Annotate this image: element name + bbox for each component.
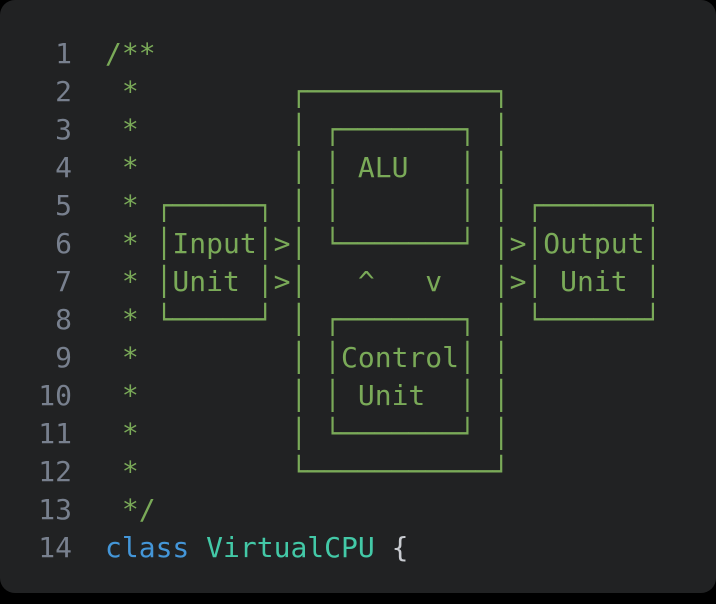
token-comment: * │Input│>│ └───────┘ │>│Output│ [105,227,662,260]
token-comment: * │ └───────┘ │ [105,417,510,450]
code-text: * └─────┘ │ ┌───────┐ │ └──────┘ [105,301,661,339]
line-number: 5 [55,189,72,222]
line-number: 14 [38,531,72,564]
code-text: * │Input│>│ └───────┘ │>│Output│ [105,225,661,263]
line-number: 7 [55,265,72,298]
line-number: 8 [55,303,72,336]
token-type: VirtualCPU [206,531,375,564]
code-text: * └───────────┘ [105,453,510,491]
code-line[interactable]: 13 */ [0,491,716,529]
token-comment: */ [105,493,156,526]
code-text: * │ ┌───────┐ │ [105,111,510,149]
code-text: * │ │ ALU │ │ [105,149,510,187]
code-line[interactable]: 2 * ┌───────────┐ [0,73,716,111]
line-number: 10 [38,379,72,412]
line-number: 11 [38,417,72,450]
line-number: 6 [55,227,72,260]
code-line[interactable]: 9 * │ │Control│ │ [0,339,716,377]
code-text: * │Unit │>│ ^ v │>│ Unit │ [105,263,661,301]
code-text: * ┌───────────┐ [105,73,510,111]
token-comment: * ┌───────────┐ [105,75,510,108]
token-comment: * │Unit │>│ ^ v │>│ Unit │ [105,265,662,298]
code-text: class VirtualCPU { [105,529,408,567]
code-line[interactable]: 7 * │Unit │>│ ^ v │>│ Unit │ [0,263,716,301]
token-punctuation: { [374,531,409,564]
line-number: 1 [55,37,72,70]
token-keyword: class [105,531,190,564]
token-comment: * │ │ ALU │ │ [105,151,510,184]
token-comment: /** [105,37,156,70]
code-text: * │ │ Unit │ │ [105,377,510,415]
code-line[interactable]: 3 * │ ┌───────┐ │ [0,111,716,149]
code-line[interactable]: 5 * ┌─────┐ │ │ │ │ ┌──────┐ [0,187,716,225]
token-comment: * │ ┌───────┐ │ [105,113,510,146]
line-number: 13 [38,493,72,526]
code-line[interactable]: 12 * └───────────┘ [0,453,716,491]
code-line[interactable]: 6 * │Input│>│ └───────┘ │>│Output│ [0,225,716,263]
token-comment: * └───────────┘ [105,455,510,488]
line-number: 4 [55,151,72,184]
line-number: 3 [55,113,72,146]
token-comment: * ┌─────┐ │ │ │ │ ┌──────┐ [105,189,662,222]
code-text: * ┌─────┐ │ │ │ │ ┌──────┐ [105,187,661,225]
code-text: * │ │Control│ │ [105,339,510,377]
token-comment: * └─────┘ │ ┌───────┐ │ └──────┘ [105,303,662,336]
line-number: 2 [55,75,72,108]
code-line[interactable]: 10 * │ │ Unit │ │ [0,377,716,415]
line-number: 12 [38,455,72,488]
code-editor[interactable]: 1/**2 * ┌───────────┐3 * │ ┌───────┐ │4 … [0,0,716,567]
code-text: */ [105,491,156,529]
code-line[interactable]: 11 * │ └───────┘ │ [0,415,716,453]
code-text: * │ └───────┘ │ [105,415,510,453]
line-number: 9 [55,341,72,374]
code-line[interactable]: 14 class VirtualCPU { [0,529,716,567]
code-line[interactable]: 1 /** [0,35,716,73]
token-comment: * │ │Control│ │ [105,341,510,374]
token-comment: * │ │ Unit │ │ [105,379,510,412]
code-line[interactable]: 8 * └─────┘ │ ┌───────┐ │ └──────┘ [0,301,716,339]
code-text: /** [105,35,156,73]
code-line[interactable]: 4 * │ │ ALU │ │ [0,149,716,187]
token-punctuation [189,531,206,564]
